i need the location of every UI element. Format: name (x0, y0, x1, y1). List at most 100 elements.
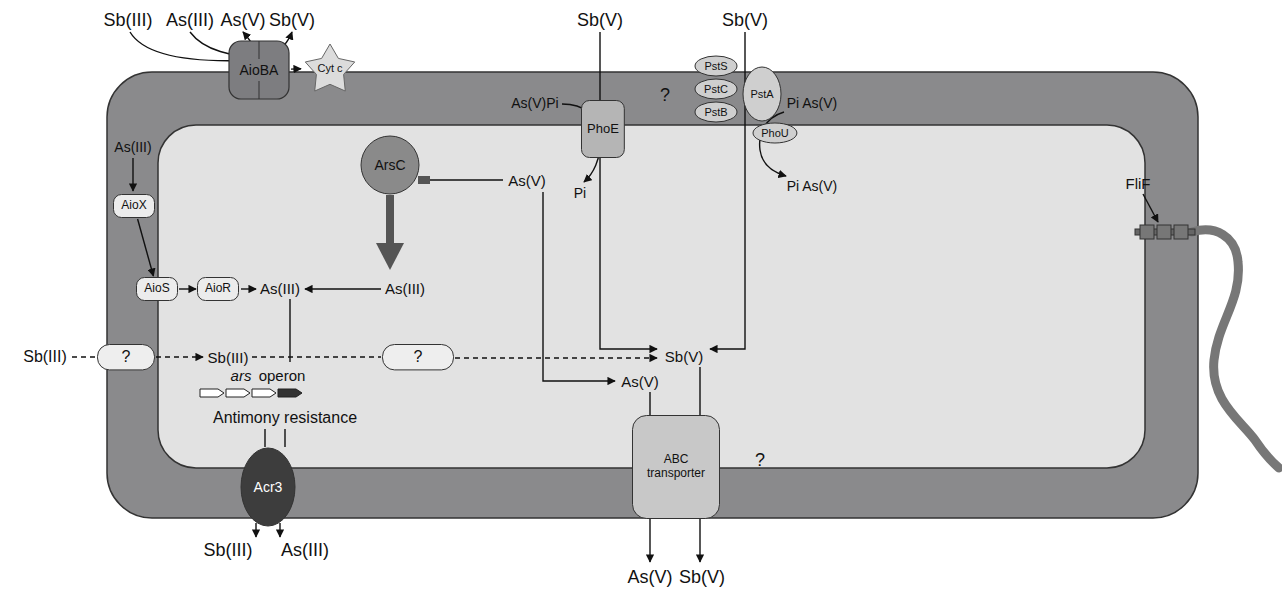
node-shape (695, 102, 737, 122)
node-shape (361, 136, 419, 194)
node-shape (241, 448, 295, 526)
node-shape (229, 41, 289, 99)
reduction-arrow (386, 195, 394, 243)
node-text: PstA (750, 88, 773, 101)
ion-label: Sb(V) (722, 11, 768, 29)
gene-label: operon (259, 368, 306, 383)
node-shape (305, 44, 354, 91)
lobe-divider (259, 41, 260, 59)
flux-arrow (305, 288, 381, 289)
flux-line (284, 429, 285, 447)
transporter-subunit: PhoU (752, 122, 798, 144)
efflux-pump: Acr3 (240, 447, 296, 527)
node-shape (198, 278, 239, 301)
signal-arrow (291, 68, 301, 70)
node-text: Cyt c (317, 62, 342, 75)
ion-label: As(V) (628, 568, 673, 586)
unknown-mark: ? (660, 86, 670, 104)
efflux-arrow (699, 519, 700, 562)
regulator-box: AioR (197, 277, 239, 301)
node-text: ArsC (374, 157, 405, 173)
flux-arrow (543, 192, 615, 381)
node-shape (633, 416, 720, 519)
flagellar-motor (1174, 225, 1188, 239)
ion-label: As(III) (260, 281, 300, 296)
flux-line (289, 299, 290, 362)
ion-label: As(III) (281, 541, 329, 559)
efflux-arrow (649, 519, 650, 562)
part-label: FliF (1126, 176, 1151, 191)
flux-line (430, 179, 503, 180)
ion-label: Sb(V) (269, 11, 315, 29)
flagellar-motor (1157, 225, 1171, 239)
reductase-circle: ArsC (360, 135, 420, 195)
unknown-transporter: ? (97, 344, 155, 370)
dashed-route (455, 357, 657, 358)
oxidase-complex: AioBA (228, 40, 290, 100)
ion-label: As(V) (621, 374, 659, 389)
ion-label: Sb(III) (208, 350, 249, 365)
node-shape (383, 344, 454, 369)
porin-box: PhoE (581, 100, 625, 158)
regulator-box: AioS (136, 277, 178, 301)
flux-line (264, 429, 265, 447)
flagellum (1192, 230, 1279, 468)
reduction-arrow (376, 243, 404, 270)
arsc-tab (418, 176, 430, 184)
node-shape (753, 123, 797, 143)
node-text: AioX (121, 199, 146, 213)
ion-label: Sb(V) (577, 11, 623, 29)
ion-label: As(III) (114, 140, 151, 154)
function-label: Antimony resistance (213, 410, 357, 426)
node-text: PhoU (761, 127, 789, 140)
node-text: PstS (704, 60, 727, 73)
ion-label: Sb(V) (665, 349, 703, 364)
ion-label: As(V) (508, 173, 546, 188)
transporter-subunit: PstS (694, 55, 738, 77)
ion-label: Pi (574, 186, 586, 200)
efflux-arrow (255, 523, 256, 537)
regulator-box: AioX (113, 194, 155, 218)
gene-arrow (252, 389, 276, 397)
ion-label: As(V) (221, 11, 266, 29)
signal-arrow (179, 288, 196, 289)
node-text: PhoE (587, 122, 619, 137)
unknown-transporter: ? (382, 344, 454, 370)
unknown-mark: ? (755, 451, 765, 469)
node-text: ? (122, 348, 131, 366)
node-shape (98, 344, 155, 369)
gene-arrow (226, 389, 250, 397)
lobe-divider (259, 81, 260, 99)
ion-label: Sb(V) (679, 568, 725, 586)
dashed-route (72, 356, 96, 357)
dashed-route (156, 356, 203, 357)
node-text: ABC transporter (638, 453, 714, 481)
node-shape (114, 195, 155, 218)
ion-label: Sb(III) (103, 11, 152, 29)
node-text: AioBA (240, 62, 279, 78)
signal-arrow (138, 219, 154, 276)
transporter-subunit: PstA (742, 66, 782, 122)
ion-label: Pi As(V) (787, 96, 838, 110)
flux-arrow (760, 112, 786, 176)
dashed-route (252, 356, 381, 357)
flux-line (699, 367, 700, 415)
ion-label: As(III) (166, 11, 214, 29)
flux-line (649, 392, 650, 415)
flux-arrow (132, 158, 133, 191)
gene-arrow (200, 389, 224, 397)
gene-label: ars (231, 368, 252, 383)
efflux-arrow (279, 523, 280, 537)
transporter-subunit: PstB (694, 101, 738, 123)
transporter-subunit: PstC (694, 78, 738, 100)
node-shape (743, 67, 781, 121)
ion-label: Sb(III) (23, 349, 67, 365)
ion-label: Sb(III) (203, 541, 252, 559)
flagellar-motor (1140, 225, 1154, 239)
node-shape (137, 278, 178, 301)
node-text: Acr3 (254, 479, 283, 495)
gene-arrow (278, 389, 302, 397)
ion-label: Pi As(V) (787, 179, 838, 193)
node-text: AioS (144, 282, 169, 296)
